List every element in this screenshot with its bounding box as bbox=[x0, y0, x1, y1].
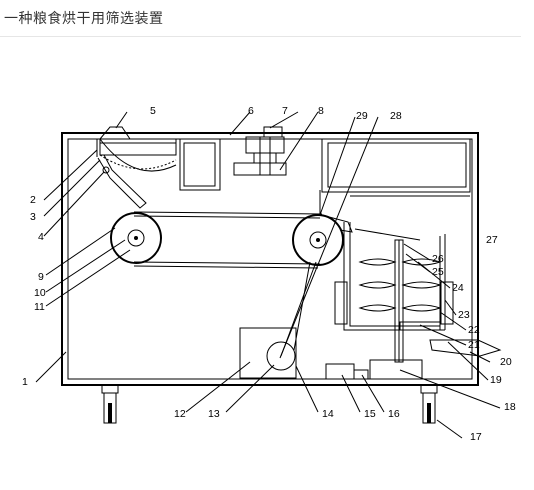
label-14: 14 bbox=[322, 408, 334, 420]
label-1: 1 bbox=[22, 376, 28, 388]
belt-drive bbox=[110, 190, 353, 269]
label-17: 17 bbox=[470, 431, 482, 443]
label-24: 24 bbox=[452, 282, 464, 294]
label-21: 21 bbox=[468, 339, 480, 351]
part-labels: 1 2 3 4 5 6 7 8 9 10 11 12 13 14 15 16 1… bbox=[22, 105, 516, 443]
label-10: 10 bbox=[34, 287, 46, 299]
label-12: 12 bbox=[174, 408, 186, 420]
label-9: 9 bbox=[38, 271, 44, 283]
label-7: 7 bbox=[282, 105, 288, 117]
feed-hopper bbox=[99, 126, 177, 172]
label-22: 22 bbox=[468, 324, 480, 336]
label-16: 16 bbox=[388, 408, 400, 420]
label-27: 27 bbox=[486, 234, 498, 246]
wheels bbox=[101, 384, 438, 424]
label-18: 18 bbox=[504, 401, 516, 413]
screening-drum bbox=[334, 195, 470, 331]
label-2: 2 bbox=[30, 194, 36, 206]
leader-lines bbox=[35, 111, 501, 439]
label-6: 6 bbox=[248, 105, 254, 117]
label-25: 25 bbox=[432, 266, 444, 278]
mixing-shaft bbox=[358, 239, 442, 363]
label-5: 5 bbox=[150, 105, 156, 117]
title-divider bbox=[0, 36, 521, 37]
label-3: 3 bbox=[30, 211, 36, 223]
label-28: 28 bbox=[390, 110, 402, 122]
discharge-chute bbox=[429, 339, 502, 357]
bottom-motor-box bbox=[239, 261, 317, 379]
label-15: 15 bbox=[364, 408, 376, 420]
label-19: 19 bbox=[490, 374, 502, 386]
label-23: 23 bbox=[458, 309, 470, 321]
inclined-chute bbox=[97, 154, 147, 209]
label-26: 26 bbox=[432, 253, 444, 265]
page-title: 一种粮食烘干用筛选装置 bbox=[4, 11, 164, 27]
label-20: 20 bbox=[500, 356, 512, 368]
label-8: 8 bbox=[318, 105, 324, 117]
label-11: 11 bbox=[34, 301, 45, 313]
motor-assembly bbox=[233, 126, 287, 176]
label-13: 13 bbox=[208, 408, 220, 420]
label-29: 29 bbox=[356, 110, 368, 122]
label-4: 4 bbox=[38, 231, 44, 243]
bottom-components bbox=[325, 359, 423, 380]
